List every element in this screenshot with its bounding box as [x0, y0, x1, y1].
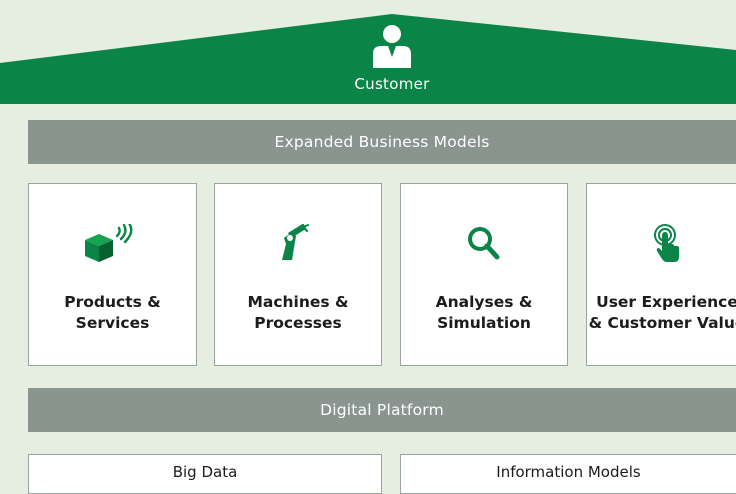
information-models-box: Information Models — [400, 454, 736, 494]
card-products-services: Products & Services — [28, 183, 197, 366]
digital-platform-band: Digital Platform — [28, 388, 736, 432]
robot-arm-icon — [215, 224, 381, 260]
big-data-box: Big Data — [28, 454, 382, 494]
expanded-business-models-band: Expanded Business Models — [28, 120, 736, 164]
connected-box-icon — [29, 224, 196, 262]
person-icon — [372, 24, 412, 68]
magnifier-icon — [401, 224, 567, 260]
card-machines-processes: Machines & Processes — [214, 183, 382, 366]
customer-label: Customer — [354, 75, 430, 93]
touch-finger-icon — [587, 224, 736, 262]
card-analyses-simulation: Analyses & Simulation — [400, 183, 568, 366]
roof — [0, 0, 736, 104]
card-label: User Experience & Customer Value — [588, 293, 736, 332]
card-label: Analyses & Simulation — [435, 293, 533, 332]
card-label: Products & Services — [64, 293, 161, 332]
card-user-experience: User Experience & Customer Value — [586, 183, 736, 366]
card-label: Machines & Processes — [247, 293, 349, 332]
